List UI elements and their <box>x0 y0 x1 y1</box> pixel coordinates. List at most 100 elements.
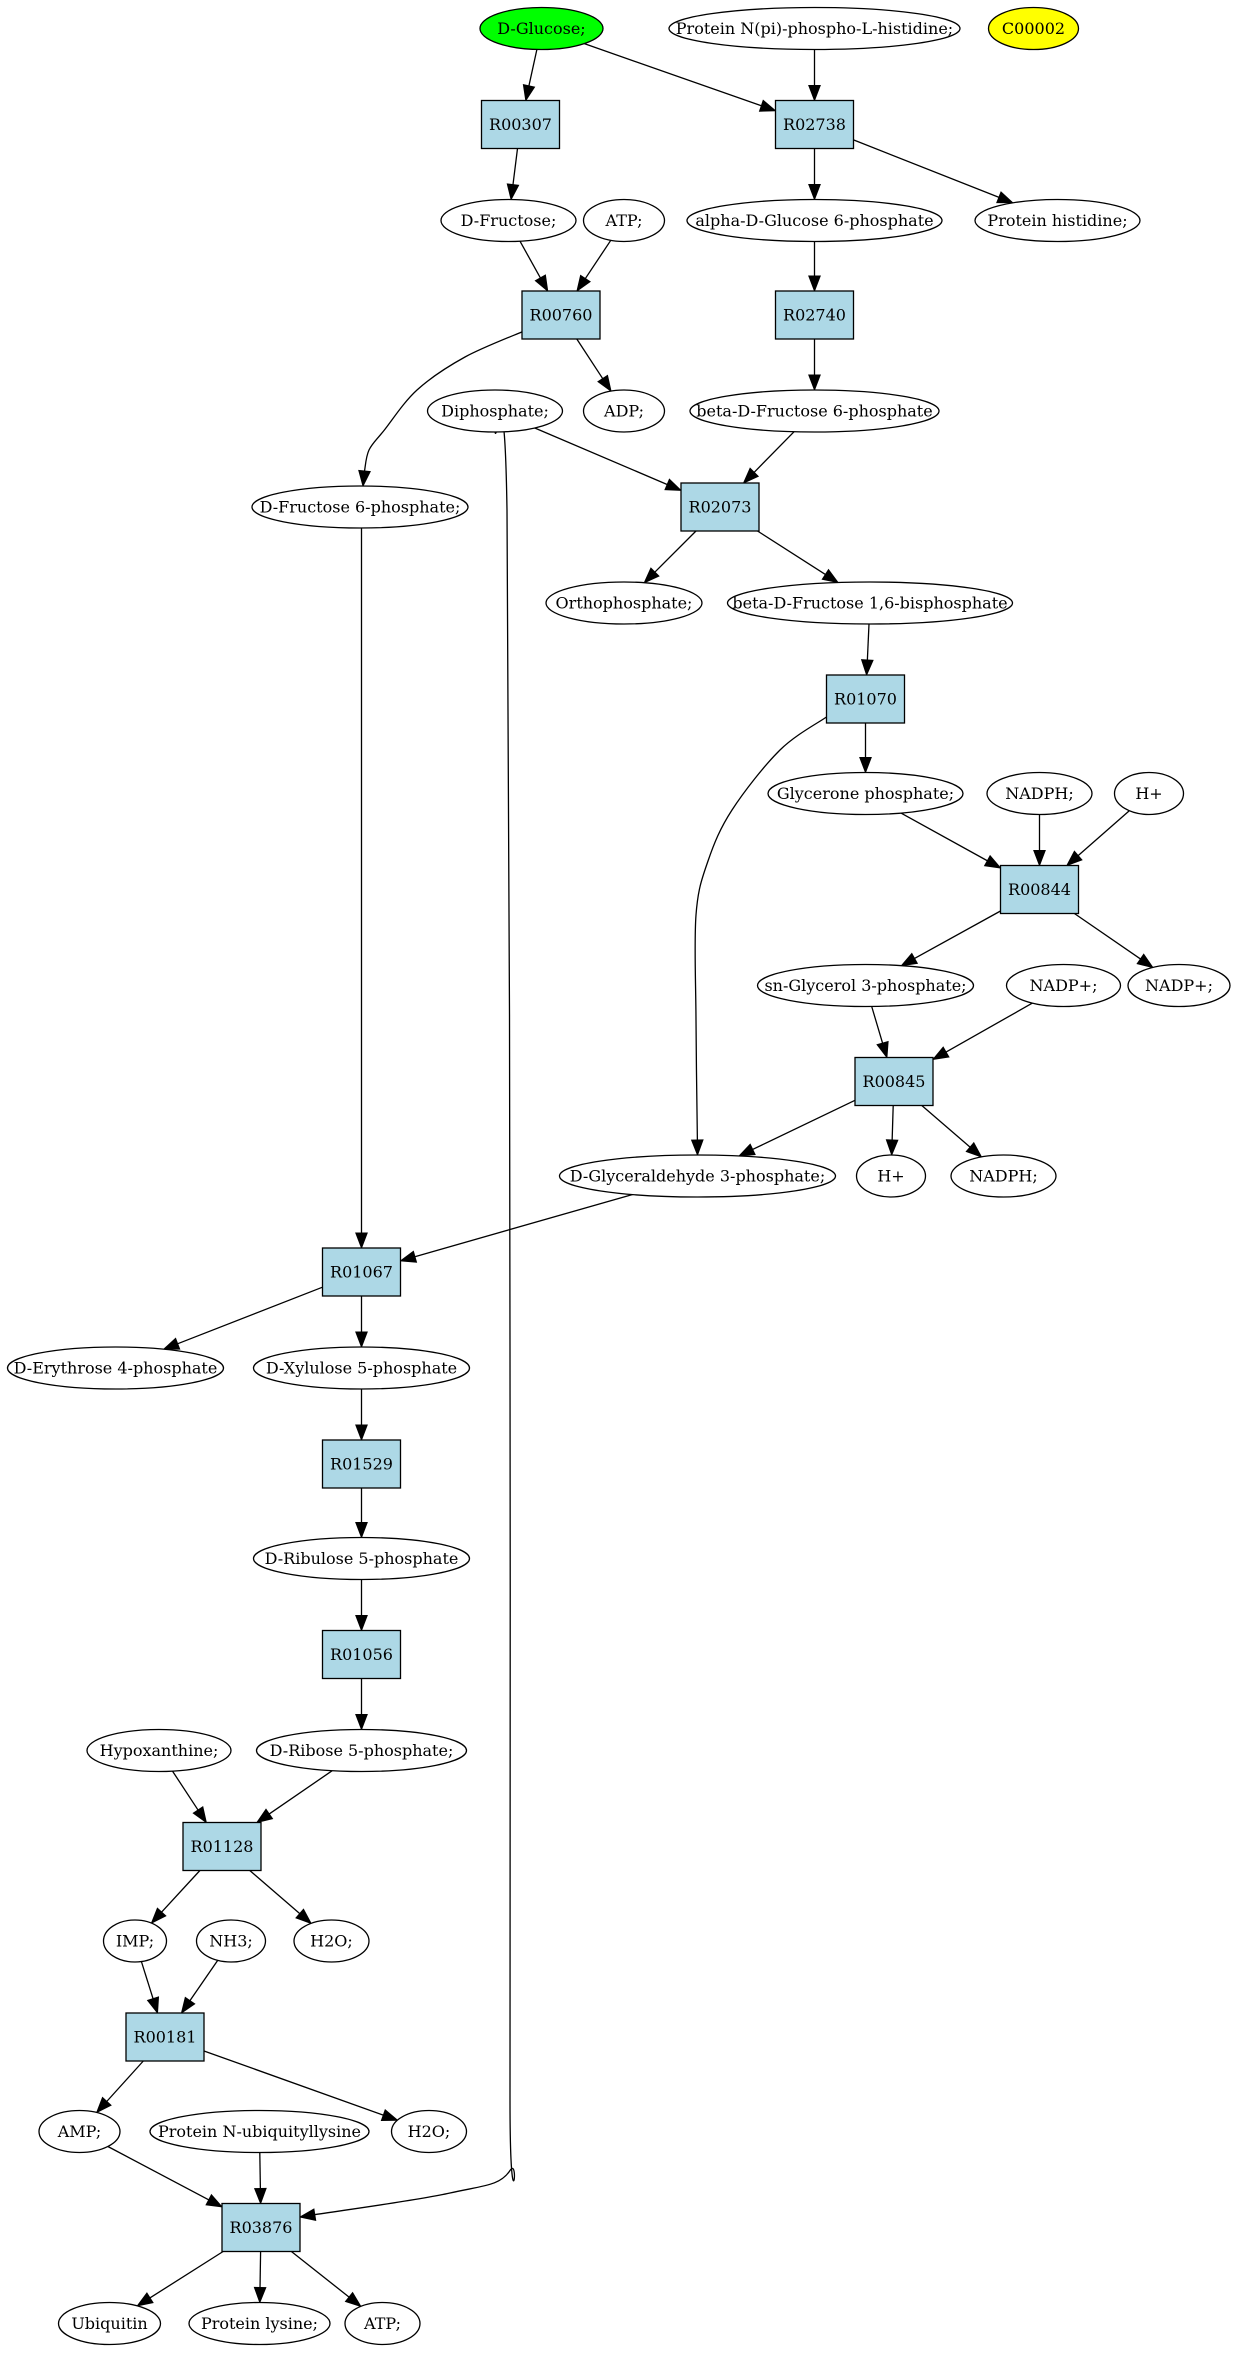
compound-ellipse <box>986 771 1093 816</box>
compound-node-alpha-d-glucose-6p[interactable]: alpha-D-Glucose 6-phosphate <box>686 198 943 243</box>
compound-label: D-Xylulose 5-phosphate <box>266 1359 457 1378</box>
edge-r00760-to-d-fructose-6p <box>358 329 527 488</box>
edge-r02738-to-alpha-d-glucose-6p <box>808 148 821 201</box>
reaction-box <box>321 1439 402 1489</box>
reaction-node-r01067[interactable]: R01067 <box>321 1247 402 1297</box>
reaction-node-r00760[interactable]: R00760 <box>521 290 601 340</box>
edge-line <box>519 240 542 280</box>
reaction-node-r01070[interactable]: R01070 <box>825 674 906 724</box>
compound-node-protein-npi-phospho-his[interactable]: Protein N(pi)-phospho-L-histidine; <box>668 6 961 51</box>
compound-node-d-erythrose-4p[interactable]: D-Erythrose 4-phosphate <box>6 1346 225 1390</box>
compound-ellipse <box>767 771 964 816</box>
arrowhead <box>860 659 874 677</box>
reaction-node-r02073[interactable]: R02073 <box>680 482 760 532</box>
compound-label: H2O; <box>310 1932 353 1951</box>
compound-node-nadp-plus-2[interactable]: NADP+; <box>1127 963 1231 1008</box>
edge-d-fructose-6p-to-r01067 <box>355 528 368 1250</box>
compound-label: ADP; <box>603 402 644 421</box>
compound-node-nh3[interactable]: NH3; <box>195 1919 267 1963</box>
compound-node-nadph-1[interactable]: NADPH; <box>986 771 1093 816</box>
reaction-node-r01529[interactable]: R01529 <box>321 1439 402 1489</box>
compound-ellipse <box>686 198 943 243</box>
reaction-node-r01056[interactable]: R01056 <box>321 1629 402 1680</box>
edge-line <box>413 1193 633 1258</box>
edge-imp-to-r00181 <box>140 1961 160 2015</box>
arrowhead <box>358 469 371 488</box>
compound-node-nadp-plus-1[interactable]: NADP+; <box>1005 963 1122 1008</box>
edge-line <box>313 417 516 2216</box>
arrowhead <box>859 757 872 774</box>
compound-node-amp[interactable]: AMP; <box>38 2109 121 2154</box>
reaction-node-r00307[interactable]: R00307 <box>480 99 561 150</box>
compound-node-hypoxanthine[interactable]: Hypoxanthine; <box>86 1728 232 1773</box>
arrowhead <box>534 274 549 293</box>
arrowhead <box>576 274 591 293</box>
reaction-node-r02738[interactable]: R02738 <box>774 99 855 150</box>
edge-line <box>148 2250 224 2300</box>
reaction-node-r02740[interactable]: R02740 <box>774 290 855 340</box>
edge-line <box>752 431 795 474</box>
compound-node-atp-1[interactable]: ATP; <box>582 198 666 243</box>
compound-node-atp-2[interactable]: ATP; <box>344 2301 421 2346</box>
edge-d-ribose-5p-to-r01128 <box>255 1770 333 1824</box>
edge-atp-1-to-r00760 <box>576 239 612 293</box>
edge-r00844-to-nadp-plus-2 <box>1074 912 1154 969</box>
compound-ellipse <box>987 6 1080 51</box>
compound-label: beta-D-Fructose 1,6-bisphosphate <box>732 594 1007 613</box>
compound-label: D-Ribose 5-phosphate; <box>270 1741 454 1760</box>
compound-node-h-plus-2[interactable]: H+ <box>855 1154 927 1198</box>
compound-node-d-xylulose-5p[interactable]: D-Xylulose 5-phosphate <box>252 1346 471 1390</box>
edge-line <box>160 1870 201 1914</box>
compound-node-protein-histidine[interactable]: Protein histidine; <box>974 198 1141 243</box>
compound-node-d-glucose[interactable]: D-Glucose; <box>479 6 604 51</box>
edge-d-glyceraldehyde-3p-to-r01067 <box>399 1193 633 1263</box>
arrowhead <box>900 952 919 967</box>
compound-node-d-ribose-5p[interactable]: D-Ribose 5-phosphate; <box>255 1728 468 1773</box>
compound-node-glycerone-phosphate[interactable]: Glycerone phosphate; <box>767 771 964 816</box>
reaction-id-label: R01529 <box>330 1455 393 1474</box>
compound-node-imp[interactable]: IMP; <box>102 1919 168 1963</box>
compound-node-h2o-2[interactable]: H2O; <box>390 2109 468 2154</box>
compound-label: D-Ribulose 5-phosphate <box>265 1549 459 1568</box>
compound-node-beta-d-fructose-6p[interactable]: beta-D-Fructose 6-phosphate <box>689 389 940 433</box>
edge-diphosphate-to-r02073 <box>534 427 683 491</box>
compound-node-h-plus-1[interactable]: H+ <box>1113 771 1185 816</box>
compound-node-sn-glycerol-3p[interactable]: sn-Glycerol 3-phosphate; <box>756 963 975 1008</box>
compound-node-adp[interactable]: ADP; <box>582 389 666 433</box>
reaction-node-r03876[interactable]: R03876 <box>221 2202 301 2253</box>
edge-line <box>249 1870 302 1916</box>
compound-node-orthophosphate[interactable]: Orthophosphate; <box>545 581 703 625</box>
compound-node-protein-n-ubiquityllysine[interactable]: Protein N-ubiquityllysine <box>149 2109 370 2154</box>
reaction-node-r00844[interactable]: R00844 <box>999 864 1080 915</box>
compound-label: NH3; <box>209 1932 253 1951</box>
compound-ellipse <box>545 581 703 625</box>
compound-node-d-ribulose-5p[interactable]: D-Ribulose 5-phosphate <box>252 1536 471 1581</box>
compound-ellipse <box>426 389 564 433</box>
arrowhead <box>885 1139 899 1157</box>
reaction-node-r00181[interactable]: R00181 <box>125 2012 205 2062</box>
compound-node-d-glyceraldehyde-3p[interactable]: D-Glyceraldehyde 3-phosphate; <box>558 1154 837 1198</box>
compound-node-h2o-1[interactable]: H2O; <box>293 1919 370 1963</box>
edge-r00845-to-nadph-2 <box>921 1105 983 1158</box>
compound-node-diphosphate[interactable]: Diphosphate; <box>426 389 564 433</box>
edge-r00760-to-adp <box>576 338 612 393</box>
edge-r01067-to-d-xylulose-5p <box>355 1296 368 1349</box>
reaction-node-r01128[interactable]: R01128 <box>182 1821 262 1872</box>
compound-node-beta-d-fructose-16bp[interactable]: beta-D-Fructose 1,6-bisphosphate <box>726 581 1014 625</box>
reaction-id-label: R00845 <box>863 1072 926 1091</box>
reaction-node-r00845[interactable]: R00845 <box>854 1056 934 1107</box>
edge-r01070-to-d-glyceraldehyde-3p <box>690 716 827 1157</box>
compound-ellipse <box>1127 963 1231 1008</box>
compound-node-c00002[interactable]: C00002 <box>987 6 1080 51</box>
arrowhead <box>965 1141 983 1158</box>
compound-node-d-fructose-6p[interactable]: D-Fructose 6-phosphate; <box>251 485 469 529</box>
arrowhead <box>298 2208 317 2221</box>
arrowhead <box>180 1996 196 2015</box>
arrowhead <box>253 2286 267 2304</box>
compound-node-d-fructose[interactable]: D-Fructose; <box>440 198 577 243</box>
compound-node-protein-lysine[interactable]: Protein lysine; <box>188 2301 331 2346</box>
compound-node-ubiquitin[interactable]: Ubiquitin <box>57 2301 162 2346</box>
arrowhead <box>355 1615 368 1632</box>
compound-node-nadph-2[interactable]: NADPH; <box>950 1154 1057 1198</box>
edge-line <box>267 1770 333 1816</box>
